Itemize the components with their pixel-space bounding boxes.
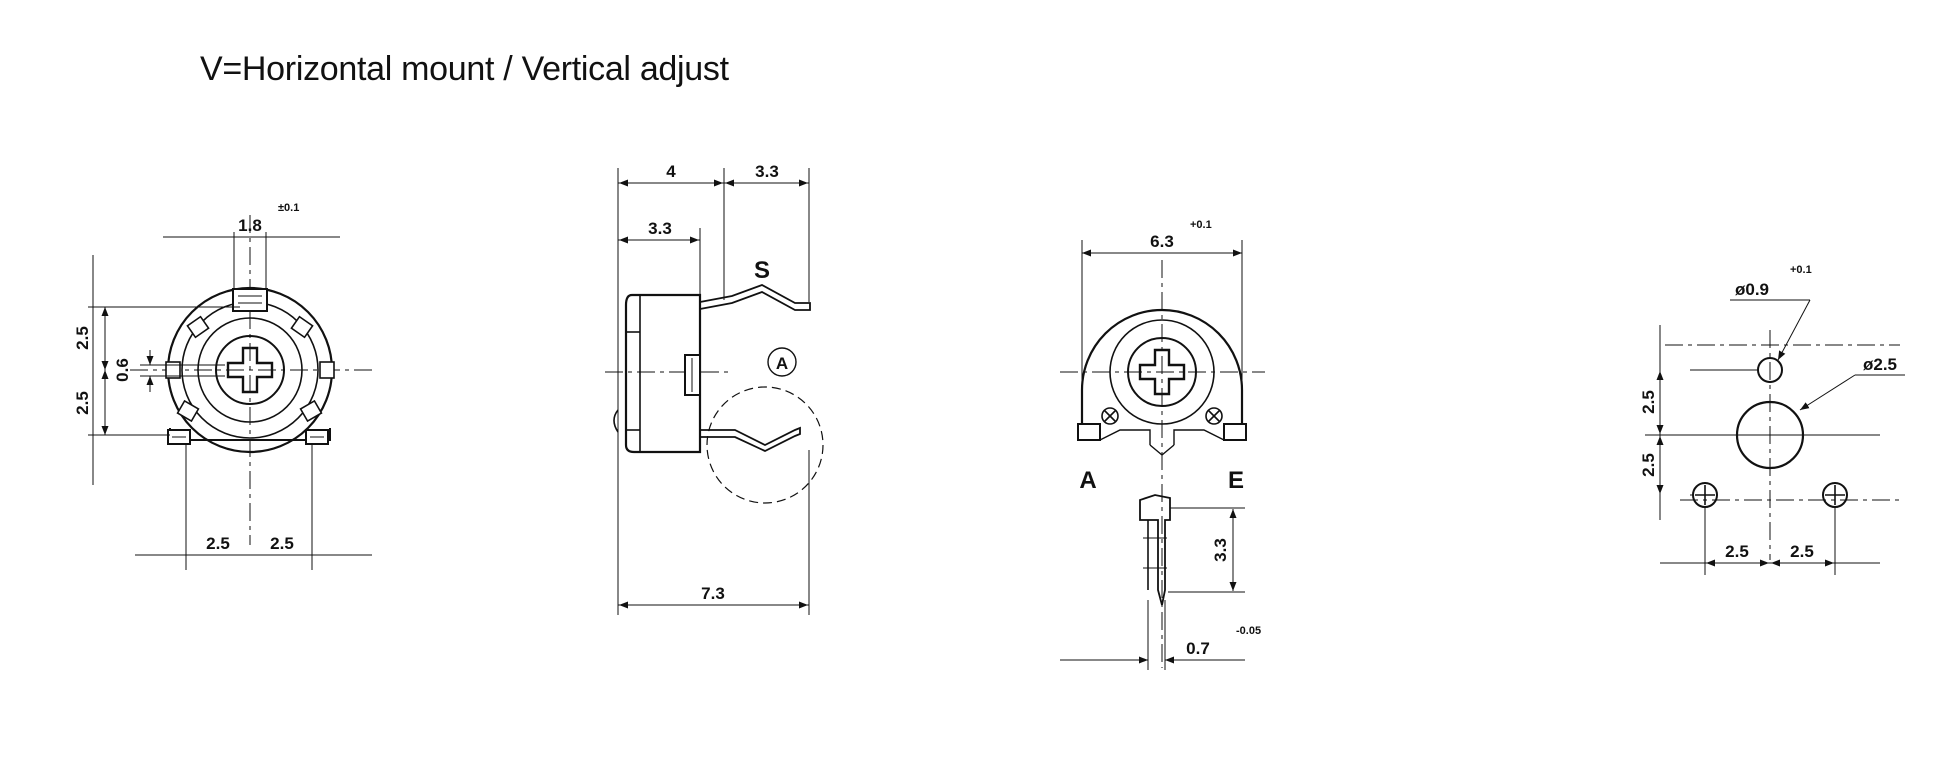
dim-depth: 4 <box>666 162 676 181</box>
label-a: A <box>1079 467 1096 494</box>
page-title: V=Horizontal mount / Vertical adjust <box>200 50 729 88</box>
rear-view-labels: 6.3 +0.1 A E 3.3 0.7 -0.05 <box>1079 219 1261 658</box>
dim-lower-height: 2.5 <box>73 391 92 415</box>
label-s: S <box>754 257 770 284</box>
dim-pin-right: 2.5 <box>270 534 294 553</box>
dim-pin-tolerance: -0.05 <box>1236 625 1261 637</box>
dim-body: 3.3 <box>648 219 672 238</box>
label-detail-a: A <box>776 354 788 373</box>
dim-lower: 2.5 <box>1639 453 1658 477</box>
front-view <box>88 215 375 570</box>
dim-pin-thickness: 0.7 <box>1186 639 1210 658</box>
dim-width: 6.3 <box>1150 232 1174 251</box>
dim-total: 7.3 <box>701 584 725 603</box>
dim-center-gap: 0.6 <box>113 358 132 382</box>
dim-slot-width: 1.8 <box>238 216 262 235</box>
pcb-layout-labels: ø0.9 +0.1 ø2.5 2.5 2.5 2.5 2.5 <box>1639 264 1897 561</box>
label-e: E <box>1228 467 1244 494</box>
front-view-labels: 1.8 ±0.1 2.5 0.6 2.5 2.5 2.5 <box>73 202 299 553</box>
dim-slot-tolerance: ±0.1 <box>278 202 299 214</box>
dim-pin-length: 3.3 <box>1211 538 1230 562</box>
dim-small-hole: ø0.9 <box>1735 280 1769 299</box>
dim-x-left: 2.5 <box>1725 542 1749 561</box>
dim-width-tolerance: +0.1 <box>1190 219 1212 231</box>
dim-x-right: 2.5 <box>1790 542 1814 561</box>
pcb-layout <box>1645 299 1905 575</box>
rear-view <box>1060 240 1265 670</box>
dim-small-hole-tolerance: +0.1 <box>1790 264 1812 276</box>
dim-upper: 2.5 <box>1639 390 1658 414</box>
dim-lead-top: 3.3 <box>755 162 779 181</box>
side-view-labels: 4 3.3 3.3 7.3 S A <box>648 162 788 603</box>
side-view <box>605 168 824 615</box>
dim-upper-height: 2.5 <box>73 326 92 350</box>
dim-large-hole: ø2.5 <box>1863 355 1897 374</box>
dim-pin-left: 2.5 <box>206 534 230 553</box>
